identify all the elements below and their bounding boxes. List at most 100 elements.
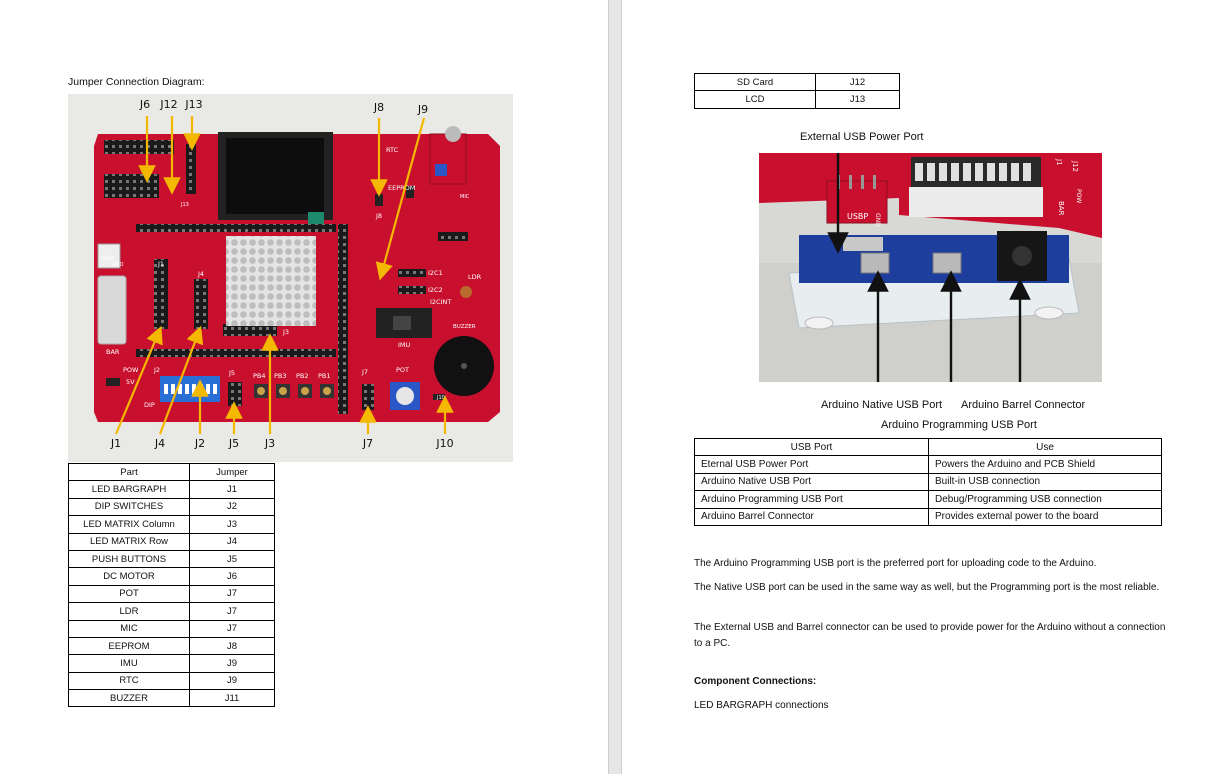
buzzer-hole xyxy=(461,363,467,369)
callout-j5: J5 xyxy=(228,437,239,450)
header-i2c1 xyxy=(398,269,426,277)
callout-j9: J9 xyxy=(417,103,428,116)
header-j5 xyxy=(228,382,242,406)
usb-shell-top xyxy=(843,237,883,251)
photo-silk-pow: POW xyxy=(1075,189,1082,203)
photo-silk-j1: J1 xyxy=(1055,158,1063,166)
callout-j1: J1 xyxy=(110,437,121,450)
usb-photo-illustration: USBP GND BAR J1 J12 POW xyxy=(759,153,1102,382)
part-cell: IMU xyxy=(68,654,190,673)
silk-i2c2: I2C2 xyxy=(428,286,443,294)
native-usb-port xyxy=(860,252,890,274)
table-cell: J12 xyxy=(815,72,900,92)
silk-gnd: GND xyxy=(112,262,124,268)
header-i2c2 xyxy=(398,286,426,294)
programming-usb-port xyxy=(932,252,962,274)
photo-silk-j12: J12 xyxy=(1071,160,1079,172)
part-cell: LED MATRIX Row xyxy=(68,532,190,551)
usb-port-cell: Arduino Programming USB Port xyxy=(694,490,929,509)
callout-j12: J12 xyxy=(159,98,177,111)
silk-j4: J4 xyxy=(197,270,204,278)
silk-usbp: USBP xyxy=(101,256,114,262)
jumper-cell: J3 xyxy=(189,515,275,534)
jumper-cell: J7 xyxy=(189,584,275,604)
potentiometer-knob xyxy=(396,387,414,405)
ldr-sensor xyxy=(460,286,472,298)
paragraph-external-power: The External USB and Barrel connector ca… xyxy=(694,622,1166,649)
jumper-table-header-jumper: Jumper xyxy=(189,462,275,482)
led-matrix xyxy=(226,236,316,326)
callout-j10: J10 xyxy=(435,437,453,450)
led-bargraph-connections-text: LED BARGRAPH connections xyxy=(694,700,829,711)
callout-j4: J4 xyxy=(154,437,165,450)
callout-j3: J3 xyxy=(264,437,275,450)
part-cell: BUZZER xyxy=(68,689,190,708)
table-row: SD Card J12 xyxy=(694,72,900,92)
header-j13 xyxy=(186,144,196,194)
usb-connector xyxy=(97,243,121,269)
jumper-cell: J5 xyxy=(189,549,275,569)
usb-table-header-port: USB Port xyxy=(694,437,929,457)
usb-port-cell: Eternal USB Power Port xyxy=(694,455,929,474)
silk-5v: 5V xyxy=(126,378,135,386)
usb-ports-photo: USBP GND BAR J1 J12 POW xyxy=(759,153,1102,382)
page-gutter xyxy=(608,0,622,774)
jumper-board-photo: RTC EEPROM J8 J13 J1 J4 J3 LDR I2C1 I2C2… xyxy=(68,94,513,462)
usb-table-header-use: Use xyxy=(928,437,1162,457)
component-connections-heading: Component Connections: xyxy=(694,676,817,687)
silk-pb4: PB4 xyxy=(253,372,266,380)
silk-pb2: PB2 xyxy=(296,372,309,380)
led-bargraph xyxy=(97,275,127,345)
usb-use-cell: Debug/Programming USB connection xyxy=(928,490,1162,509)
silk-buzzer: BUZZER xyxy=(453,324,476,330)
jumper-table-header-part: Part xyxy=(68,462,190,482)
callout-j13: J13 xyxy=(184,98,202,111)
header-j3 xyxy=(223,324,277,336)
header-matrix-top xyxy=(136,224,336,232)
table-cell: J13 xyxy=(815,90,900,109)
lcd-corner xyxy=(308,212,324,224)
header-top-left xyxy=(104,140,174,154)
silk-pb3: PB3 xyxy=(274,372,287,380)
jumper-cell: J9 xyxy=(189,671,275,691)
arrow-j1 xyxy=(114,325,163,435)
header-j6 xyxy=(104,174,159,198)
silk-ldr: LDR xyxy=(468,273,482,281)
paragraph-programming-port: The Arduino Programming USB port is the … xyxy=(694,558,1097,569)
usb-use-cell: Built-in USB connection xyxy=(928,472,1162,492)
imu-chip xyxy=(393,316,411,330)
photo-silk-gnd: GND xyxy=(874,213,881,227)
sd-lcd-table: SD Card J12 LCD J13 xyxy=(694,72,900,109)
jumper-cell: J8 xyxy=(189,636,275,656)
jumper-j8-cap xyxy=(375,194,383,206)
jumper-table-header: Part Jumper xyxy=(68,462,275,482)
mic-capsule xyxy=(445,126,461,142)
board-photo-illustration: RTC EEPROM J8 J13 J1 J4 J3 LDR I2C1 I2C2… xyxy=(68,94,513,462)
callout-j8: J8 xyxy=(373,101,384,114)
power-connector xyxy=(106,378,120,386)
usb-use-cell: Provides external power to the board xyxy=(928,507,1162,526)
callout-j7: J7 xyxy=(362,437,373,450)
part-cell: MIC xyxy=(68,619,190,638)
silk-rtc: RTC xyxy=(386,146,399,154)
mic-module xyxy=(429,133,467,185)
document-page-right: SD Card J12 LCD J13 External USB Power P… xyxy=(622,0,1219,774)
jumper-cell: J7 xyxy=(189,602,275,621)
part-cell: POT xyxy=(68,584,190,604)
table-cell: SD Card xyxy=(694,72,816,92)
label-barrel-connector: Arduino Barrel Connector xyxy=(961,399,1086,411)
callout-j2: J2 xyxy=(194,437,205,450)
silk-j2: J2 xyxy=(153,366,160,374)
